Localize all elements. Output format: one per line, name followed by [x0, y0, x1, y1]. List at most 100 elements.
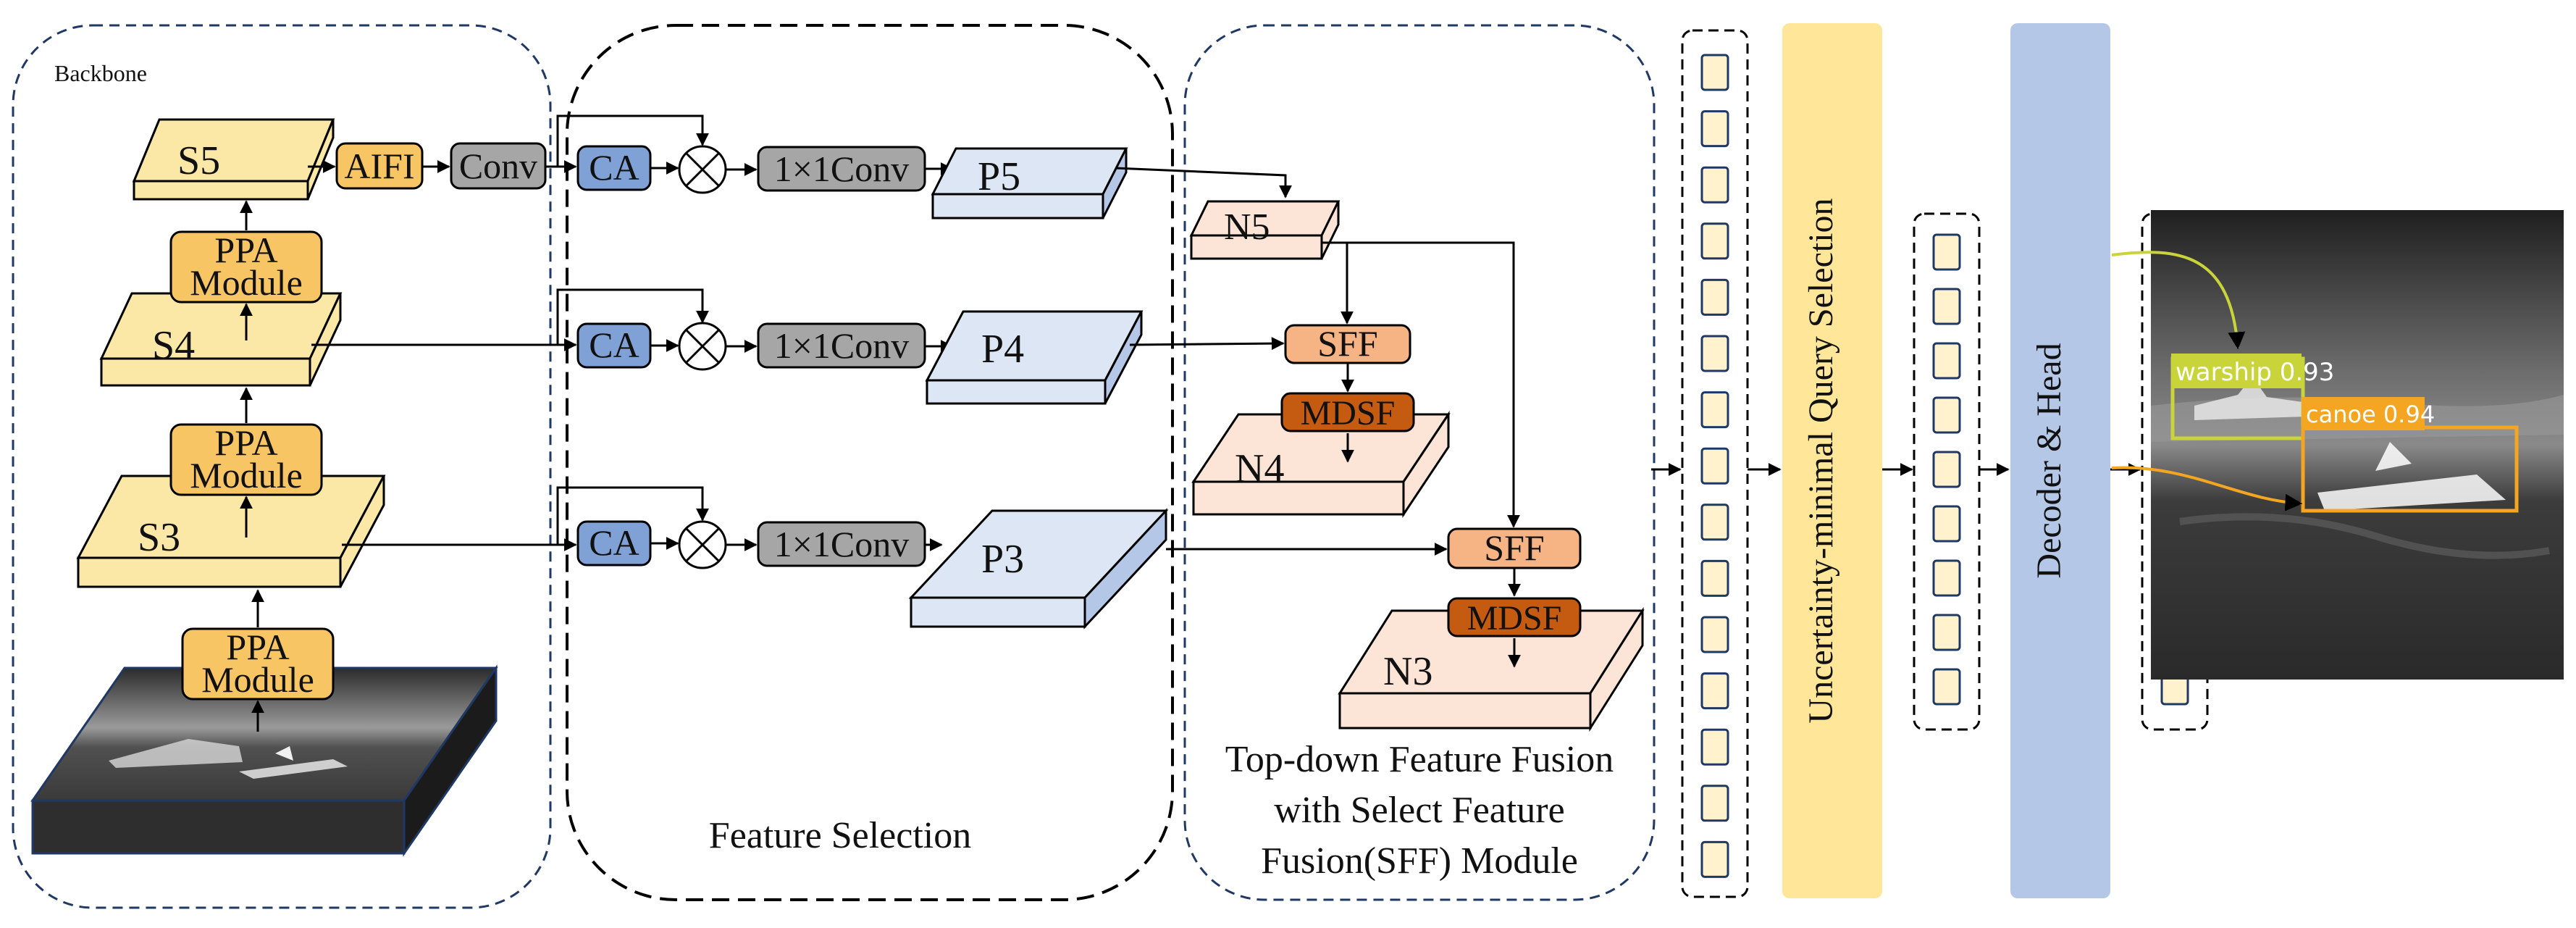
- svg-text:MDSF: MDSF: [1301, 394, 1396, 432]
- query-token: [1700, 728, 1729, 766]
- s3-feature-map: S3: [76, 475, 386, 588]
- query-token: [1932, 396, 1961, 434]
- n5-feature-map: N5: [1189, 200, 1341, 260]
- svg-text:SFF: SFF: [1317, 323, 1377, 364]
- s4-feature-map: S4: [99, 292, 343, 387]
- feature-selection-row-p4: CA 1×1Conv: [311, 288, 954, 371]
- query-token: [1700, 110, 1729, 148]
- warship-label-bg: [2171, 354, 2302, 388]
- query-token: [1700, 559, 1729, 597]
- s3-label: S3: [138, 515, 180, 560]
- canoe-query-arrow: [2111, 466, 2303, 511]
- multiply-icon: [678, 145, 727, 194]
- svg-text:CA: CA: [589, 325, 639, 365]
- ppa-module-bottom: PPA Module: [181, 627, 335, 701]
- query-token: [1700, 335, 1729, 372]
- feature-selection-row-p5: CA 1×1Conv: [545, 114, 954, 194]
- warship-label: warship 0.93: [2176, 358, 2334, 387]
- canoe-label-bg: [2302, 397, 2425, 430]
- svg-text:N3: N3: [1383, 649, 1432, 694]
- svg-text:PPA: PPA: [214, 422, 277, 463]
- multiply-icon: [678, 322, 727, 371]
- sff-block-upper: SFF: [1284, 323, 1411, 364]
- fusion-caption-line2: with Select Feature: [1274, 790, 1564, 831]
- p5-to-n5-arrow: [1115, 167, 1292, 198]
- svg-text:N5: N5: [1224, 206, 1270, 248]
- svg-text:1×1Conv: 1×1Conv: [774, 325, 910, 366]
- p4-to-sff-arrow: [1129, 337, 1285, 351]
- p3-feature-map: P3: [908, 508, 1169, 630]
- p4-feature-map: P4: [925, 310, 1144, 405]
- query-token: [1700, 54, 1729, 91]
- p5-feature-map: P5: [931, 147, 1128, 220]
- svg-text:N4: N4: [1235, 446, 1284, 491]
- decoder-head-bar: [2010, 23, 2110, 898]
- s5-feature-map: S5: [132, 118, 335, 201]
- svg-text:MDSF: MDSF: [1467, 599, 1562, 638]
- query-token: [1932, 288, 1961, 325]
- svg-text:P4: P4: [981, 327, 1024, 372]
- query-token: [1932, 451, 1961, 488]
- multiply-icon: [678, 520, 727, 569]
- query-token: [1700, 222, 1729, 260]
- mdsf-block-upper: MDSF: [1280, 392, 1415, 432]
- query-token: [1700, 616, 1729, 653]
- query-squares-all: [1700, 54, 1729, 878]
- conv-block: Conv: [450, 142, 547, 190]
- query-token: [1700, 785, 1729, 822]
- n4-feature-map: N4: [1191, 411, 1451, 518]
- query-token: [1932, 559, 1961, 597]
- mdsf-block-lower: MDSF: [1447, 597, 1582, 638]
- query-token: [1700, 447, 1729, 485]
- svg-text:Module: Module: [190, 262, 303, 303]
- query-token: [1932, 614, 1961, 651]
- svg-text:PPA: PPA: [226, 627, 289, 667]
- sff-block-lower: SFF: [1447, 527, 1582, 569]
- query-token: [1700, 391, 1729, 429]
- fusion-caption-line1: Top-down Feature Fusion: [1225, 739, 1614, 780]
- decoder-head-label: Decoder & Head: [2030, 343, 2068, 578]
- aifi-block: AIFI: [335, 142, 424, 190]
- svg-text:PPA: PPA: [214, 230, 277, 270]
- n5-to-sff-lower-arrow: [1322, 241, 1520, 528]
- query-token: [1700, 672, 1729, 710]
- query-token: [1932, 233, 1961, 271]
- query-token: [1932, 668, 1961, 706]
- fusion-region: [1183, 24, 1656, 901]
- ppa-module-top: PPA Module: [169, 230, 323, 304]
- query-selection-bar: [1782, 23, 1882, 898]
- svg-text:Module: Module: [201, 659, 314, 700]
- query-token: [1700, 840, 1729, 878]
- feature-selection-title: Feature Selection: [709, 815, 971, 856]
- detection-output-image: warship 0.93 canoe 0.94: [2151, 210, 2564, 680]
- svg-text:P3: P3: [981, 537, 1024, 582]
- query-token: [1932, 505, 1961, 543]
- query-column-selected: [1913, 212, 1981, 731]
- query-token: [1700, 166, 1729, 204]
- query-token: [1700, 278, 1729, 316]
- feature-selection-region: [566, 24, 1174, 901]
- svg-text:1×1Conv: 1×1Conv: [774, 149, 910, 189]
- ppa-module-middle: PPA Module: [169, 422, 323, 496]
- query-selection-label: Uncertainty-minimal Query Selection: [1802, 198, 1840, 723]
- svg-text:1×1Conv: 1×1Conv: [774, 524, 910, 564]
- svg-text:CA: CA: [589, 522, 639, 563]
- svg-text:P5: P5: [978, 154, 1020, 199]
- svg-text:CA: CA: [589, 147, 639, 188]
- s4-label: S4: [152, 323, 195, 368]
- s5-label: S5: [177, 138, 220, 183]
- warship-query-arrow: [2111, 251, 2246, 350]
- backbone-title: Backbone: [54, 60, 147, 86]
- svg-text:SFF: SFF: [1484, 527, 1544, 568]
- fusion-caption-line3: Fusion(SFF) Module: [1261, 840, 1578, 882]
- feature-selection-row-p3: CA 1×1Conv: [342, 486, 943, 569]
- query-token: [1932, 342, 1961, 380]
- query-squares-selected: [1932, 233, 1961, 706]
- canoe-label: canoe 0.94: [2306, 401, 2435, 428]
- svg-text:Module: Module: [190, 455, 303, 496]
- svg-text:Conv: Conv: [459, 146, 537, 186]
- query-column-all: [1681, 29, 1749, 898]
- input-infrared-image: [30, 664, 498, 857]
- svg-text:AIFI: AIFI: [344, 146, 414, 186]
